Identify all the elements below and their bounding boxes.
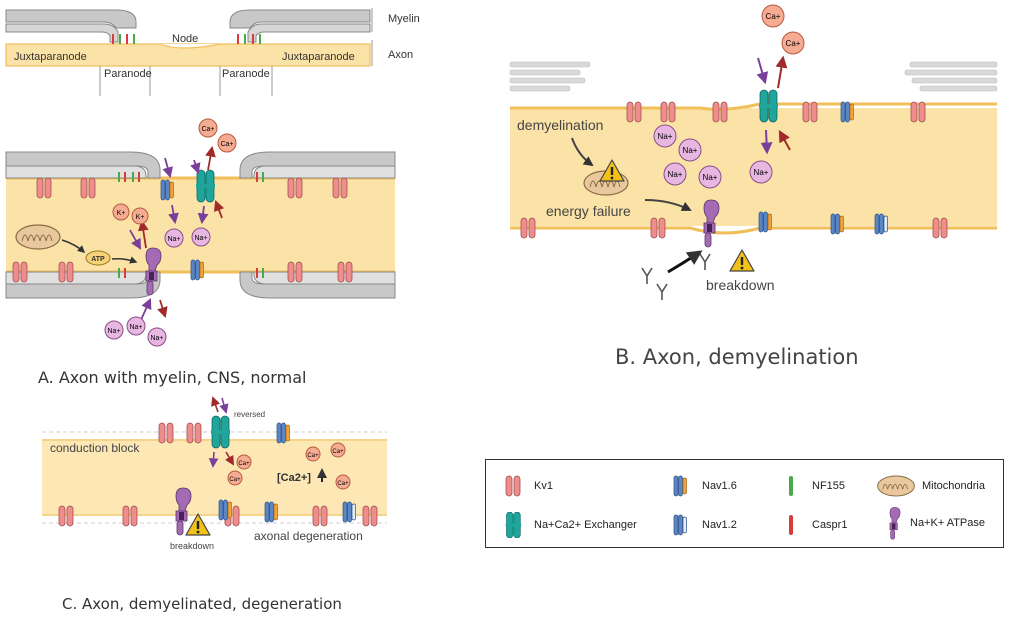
k-ion: K+ bbox=[117, 210, 126, 217]
nav12-channel bbox=[342, 501, 356, 523]
legend-label-nav12: Nav1.2 bbox=[702, 519, 737, 531]
ca-ion: Ca+ bbox=[786, 39, 801, 48]
legend-item-nka: Na+K+ ATPase bbox=[884, 506, 985, 540]
na-ion: Na+ bbox=[703, 173, 718, 182]
label-myelin: Myelin bbox=[388, 13, 420, 25]
nav12-icon bbox=[673, 514, 687, 536]
legend-label-nka: Na+K+ ATPase bbox=[910, 517, 986, 529]
label-paranode-right: Paranode bbox=[222, 68, 270, 80]
panel-b: demyelination energy failure breakdown C… bbox=[509, 4, 998, 300]
nav16-channel bbox=[218, 499, 232, 521]
warning-icon bbox=[729, 249, 755, 272]
myelin-left-top bbox=[5, 9, 137, 29]
legend-label-kv1: Kv1 bbox=[534, 480, 553, 492]
arrows-panel-c bbox=[208, 396, 234, 468]
nf155-icon bbox=[789, 476, 793, 496]
antibody-icon bbox=[641, 253, 711, 300]
ca-ion: Ca+ bbox=[337, 481, 349, 487]
legend-item-ncx: Na+Ca2+ Exchanger bbox=[498, 512, 637, 538]
legend-label-mitochondria: Mitochondria bbox=[922, 480, 985, 492]
label-conduction-block: conduction block bbox=[50, 441, 140, 455]
panel-a-anatomy: Myelin Axon Node Juxtaparanode Juxtapara… bbox=[5, 8, 420, 96]
myelin-wrap-left-top bbox=[5, 151, 161, 179]
myelin-right-top bbox=[229, 9, 371, 29]
na-ion: Na+ bbox=[167, 236, 180, 243]
caption-panel-b: B. Axon, demyelination bbox=[615, 345, 859, 369]
atp-label: ATP bbox=[91, 256, 105, 263]
nav16-channel bbox=[840, 101, 854, 123]
na-ion: Na+ bbox=[107, 328, 120, 335]
ca-ion: Ca+ bbox=[229, 477, 241, 483]
ion-bubbles-panel-a: Ca+ Ca+ K+ K+ Na+ Na+ Na+ Na+ Na+ bbox=[104, 118, 237, 347]
label-juxtaparanode-right: Juxtaparanode bbox=[282, 51, 355, 63]
label-energy-failure: energy failure bbox=[546, 203, 631, 219]
label-paranode-left: Paranode bbox=[104, 68, 152, 80]
myelin-wrap-right-top bbox=[239, 151, 396, 179]
ca-ion: Ca+ bbox=[201, 126, 214, 133]
mitochondria-icon bbox=[877, 475, 915, 497]
arrows-panel-a bbox=[129, 145, 225, 323]
nav16-channel bbox=[830, 213, 844, 235]
legend-label-nf155: NF155 bbox=[812, 480, 846, 492]
nav16-channel bbox=[264, 501, 278, 523]
ca-ion: Ca+ bbox=[332, 449, 344, 455]
na-ion: Na+ bbox=[150, 335, 163, 342]
legend-label-ncx: Na+Ca2+ Exchanger bbox=[534, 519, 637, 531]
legend-label-nav16: Nav1.6 bbox=[702, 480, 737, 492]
nka-icon bbox=[889, 507, 901, 540]
label-reversed: reversed bbox=[234, 410, 265, 419]
arrows-panel-b bbox=[756, 55, 791, 155]
myelin-debris-left bbox=[509, 61, 591, 92]
legend-item-mitochondria: Mitochondria bbox=[876, 473, 985, 499]
nav16-icon bbox=[673, 475, 687, 497]
ca-ion: Ca+ bbox=[766, 12, 781, 21]
label-node: Node bbox=[172, 33, 198, 45]
myelin-wrap-right-bottom bbox=[239, 271, 396, 299]
na-ion: Na+ bbox=[658, 132, 673, 141]
nav16-channel bbox=[190, 259, 204, 281]
ion-bubbles-panel-c: Ca+ Ca+ Ca+ Ca+ Ca+ bbox=[227, 442, 351, 490]
legend-item-kv1: Kv1 bbox=[498, 473, 553, 499]
ncx-icon bbox=[505, 512, 522, 538]
mitochondria-icon bbox=[15, 224, 61, 250]
warning-icon bbox=[185, 513, 211, 536]
legend-item-nf155: NF155 bbox=[776, 473, 845, 499]
na-ion: Na+ bbox=[683, 146, 698, 155]
kv1-icon bbox=[505, 475, 521, 497]
ca-ion: Ca+ bbox=[220, 141, 233, 148]
label-juxtaparanode-left: Juxtaparanode bbox=[14, 51, 87, 63]
na-ion: Na+ bbox=[129, 324, 142, 331]
label-axonal-degeneration: axonal degeneration bbox=[254, 529, 363, 543]
legend-item-nav12: Nav1.2 bbox=[666, 512, 737, 538]
ca-ion: Ca+ bbox=[238, 461, 250, 467]
label-breakdown-c: breakdown bbox=[170, 541, 214, 551]
nav16-channel bbox=[160, 179, 174, 201]
label-breakdown: breakdown bbox=[706, 277, 775, 293]
nav16-channel bbox=[758, 211, 772, 233]
panel-c: reversed conduction block [Ca2+] breakdo… bbox=[42, 396, 387, 551]
ca-ion: Ca+ bbox=[307, 453, 319, 459]
ion-bubbles-panel-b: Ca+ Ca+ Na+ Na+ Na+ Na+ Na+ bbox=[653, 4, 805, 189]
na-ion: Na+ bbox=[754, 168, 769, 177]
k-ion: K+ bbox=[136, 214, 145, 221]
caspr1-icon bbox=[789, 515, 793, 535]
legend-label-caspr1: Caspr1 bbox=[812, 519, 848, 531]
myelin-debris-right bbox=[904, 61, 998, 92]
legend-item-caspr1: Caspr1 bbox=[776, 512, 847, 538]
nav12-channel bbox=[874, 213, 888, 235]
legend-box: Kv1 Nav1.6 NF155 Mitochondria Na+Ca2+ Ex… bbox=[485, 459, 1004, 548]
label-demyelination: demyelination bbox=[517, 117, 603, 133]
label-axon: Axon bbox=[388, 49, 413, 61]
caption-panel-a: A. Axon with myelin, CNS, normal bbox=[38, 368, 307, 387]
na-ion: Na+ bbox=[194, 235, 207, 242]
na-ion: Na+ bbox=[668, 170, 683, 179]
label-ca-increase: [Ca2+] bbox=[277, 472, 311, 484]
panel-a-axon: ATP Ca+ Ca+ K+ K+ Na+ Na+ Na+ Na+ Na+ bbox=[5, 118, 396, 347]
caption-panel-c: C. Axon, demyelinated, degeneration bbox=[62, 595, 342, 613]
nav16-channel bbox=[276, 422, 290, 444]
legend-item-nav16: Nav1.6 bbox=[666, 473, 737, 499]
